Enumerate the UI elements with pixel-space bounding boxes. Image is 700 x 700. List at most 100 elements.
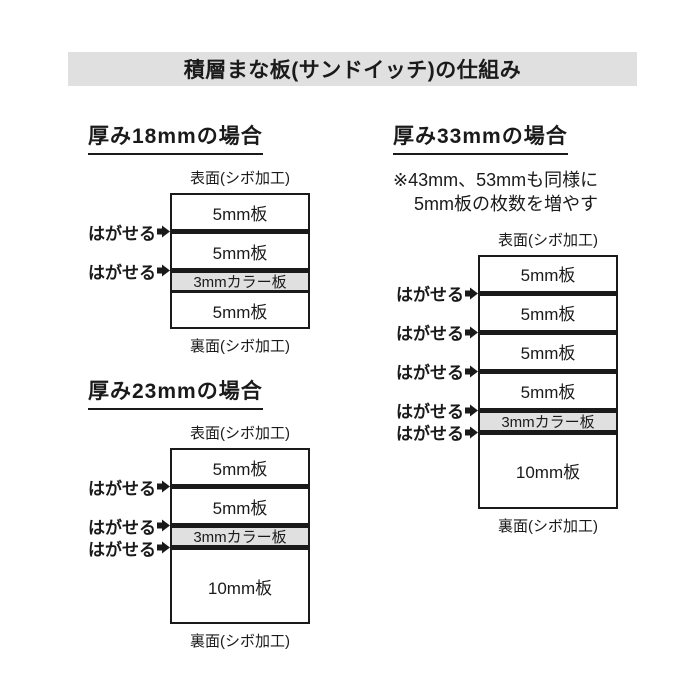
layer-5mm: 5mm板 <box>172 234 308 268</box>
peel-arrow-head <box>470 287 478 300</box>
peel-arrow-icon <box>157 264 170 277</box>
layer-5mm: 5mm板 <box>172 195 308 229</box>
peel-label: はがせる <box>88 513 170 538</box>
layer-3mm-color: 3mmカラー板 <box>480 412 616 431</box>
peel-arrow-icon <box>465 404 478 417</box>
layer-10mm: 10mm板 <box>480 434 616 507</box>
layer-label: 3mmカラー板 <box>193 274 287 291</box>
peel-arrow-icon <box>157 480 170 493</box>
peel-label-text: はがせる <box>396 285 464 305</box>
peel-arrow-shaft <box>157 522 162 529</box>
peel-label-text: はがせる <box>88 263 156 282</box>
layer-label: 10mm板 <box>207 578 273 598</box>
section-note: ※43mm、53mmも同様に 5mm板の枚数を増やす <box>393 168 618 217</box>
back-face-label: 裏面(シボ加工) <box>498 517 598 535</box>
peel-arrow-shaft <box>157 267 162 274</box>
peel-divider: はがせる <box>396 325 616 344</box>
peel-label-text: はがせる <box>396 324 464 344</box>
layer-label: 3mmカラー板 <box>193 529 287 546</box>
peel-divider: はがせる <box>88 518 308 537</box>
peel-arrow-shaft <box>465 329 470 336</box>
page-title: 積層まな板(サンドイッチ)の仕組み <box>183 59 522 82</box>
layer-5mm: 5mm板 <box>480 256 616 291</box>
peel-arrow-icon <box>465 365 478 378</box>
layer-5mm: 5mm板 <box>480 334 616 369</box>
layer-label: 5mm板 <box>520 266 576 286</box>
front-face-label: 表面(シボ加工) <box>190 170 290 187</box>
layer-5mm: 5mm板 <box>172 489 308 523</box>
peel-label-text: はがせる <box>88 540 156 559</box>
peel-arrow-shaft <box>157 228 162 235</box>
peel-divider: はがせる <box>88 263 308 282</box>
layer-3mm-color: 3mmカラー板 <box>172 273 308 291</box>
peel-arrow-icon <box>157 541 170 554</box>
peel-label-text: はがせる <box>88 518 156 537</box>
layer-label: 10mm板 <box>515 463 581 483</box>
peel-arrow-icon <box>157 519 170 532</box>
layer-label: 5mm板 <box>520 383 576 403</box>
peel-arrow-head <box>470 326 478 339</box>
peel-arrow-shaft <box>465 429 470 436</box>
layer-label: 5mm板 <box>520 344 576 364</box>
peel-arrow-head <box>470 365 478 378</box>
section-heading: 厚み23mmの場合 <box>88 375 263 410</box>
peel-arrow-icon <box>157 225 170 238</box>
back-face-label: 裏面(シボ加工) <box>190 338 290 355</box>
back-face-label: 裏面(シボ加工) <box>190 633 290 650</box>
peel-divider: はがせる <box>88 479 308 498</box>
peel-label: はがせる <box>396 320 478 345</box>
peel-arrow-icon <box>465 326 478 339</box>
peel-arrow-head <box>162 264 170 277</box>
peel-arrow-head <box>162 519 170 532</box>
peel-divider: はがせる <box>396 425 616 444</box>
peel-arrow-head <box>162 480 170 493</box>
peel-arrow-icon <box>465 426 478 439</box>
front-face-label: 表面(シボ加工) <box>190 425 290 442</box>
layer-label: 5mm板 <box>212 459 268 479</box>
peel-divider: はがせる <box>396 286 616 305</box>
layer-3mm-color: 3mmカラー板 <box>172 528 308 546</box>
section-33mm: 厚み33mmの場合 ※43mm、53mmも同様に 5mm板の枚数を増やす表面(シボ加… <box>393 120 618 536</box>
layer-label: 5mm板 <box>212 243 268 263</box>
peel-arrow-head <box>470 426 478 439</box>
note-line: 5mm板の枚数を増やす <box>414 194 598 215</box>
peel-divider: はがせる <box>88 540 308 559</box>
peel-arrow-head <box>162 225 170 238</box>
peel-arrow-shaft <box>157 483 162 490</box>
peel-label: はがせる <box>88 219 170 244</box>
peel-arrow-icon <box>465 287 478 300</box>
layer-label: 5mm板 <box>212 498 268 518</box>
peel-label: はがせる <box>88 535 170 560</box>
peel-arrow-shaft <box>465 407 470 414</box>
section-heading: 厚み18mmの場合 <box>88 120 263 155</box>
peel-label: はがせる <box>88 258 170 283</box>
layer-5mm: 5mm板 <box>172 450 308 484</box>
peel-arrow-shaft <box>465 368 470 375</box>
divider <box>172 290 308 293</box>
peel-label-text: はがせる <box>88 479 156 498</box>
peel-divider: はがせる <box>88 224 308 243</box>
layer-5mm: 5mm板 <box>172 293 308 327</box>
layer-label: 5mm板 <box>520 305 576 325</box>
layer-5mm: 5mm板 <box>480 295 616 330</box>
peel-label-text: はがせる <box>88 224 156 243</box>
peel-divider: はがせる <box>396 364 616 383</box>
peel-arrow-shaft <box>157 544 162 551</box>
note-line: ※43mm、53mmも同様に <box>393 170 599 190</box>
peel-label-text: はがせる <box>396 402 464 422</box>
peel-label: はがせる <box>396 398 478 423</box>
layer-label: 5mm板 <box>212 204 268 224</box>
peel-label: はがせる <box>396 420 478 445</box>
peel-label: はがせる <box>88 474 170 499</box>
peel-label-text: はがせる <box>396 424 464 444</box>
layer-10mm: 10mm板 <box>172 550 308 622</box>
section-heading: 厚み33mmの場合 <box>393 120 568 155</box>
